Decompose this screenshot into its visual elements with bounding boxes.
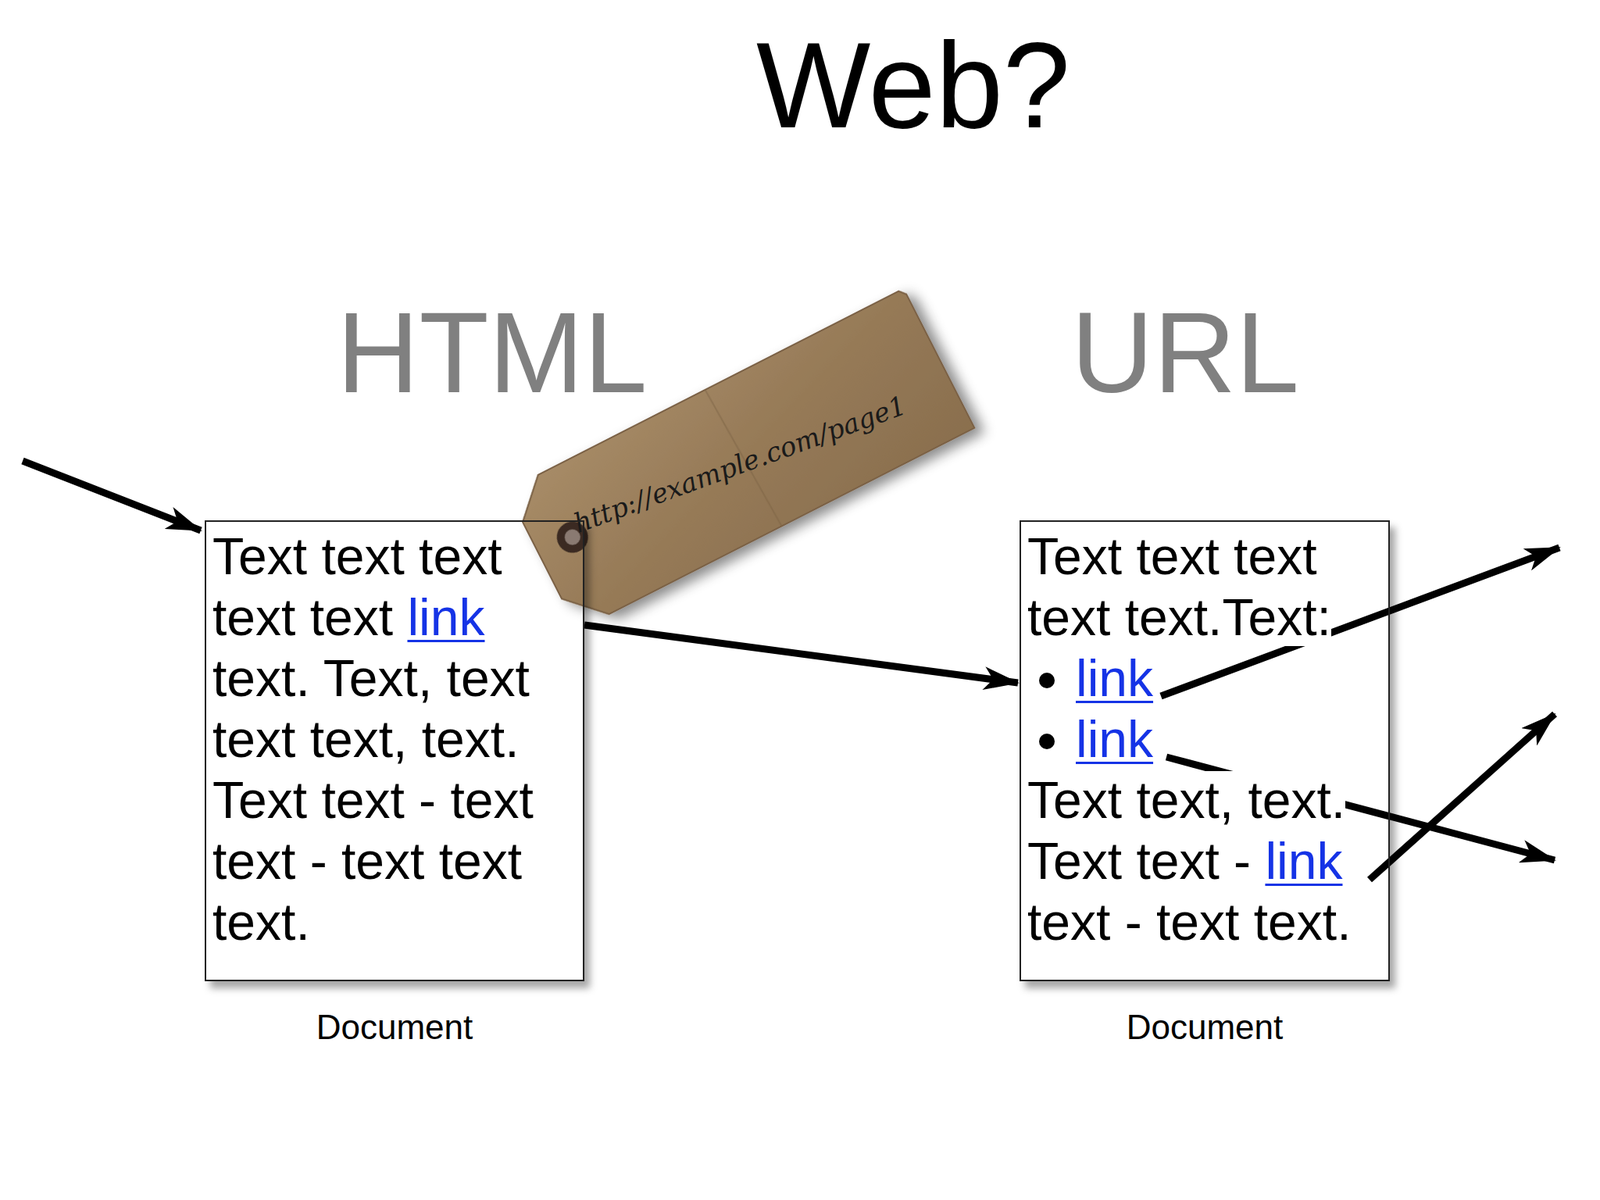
link-item: link (1075, 647, 1383, 709)
body-text: Text text text text text.Text: (1027, 527, 1332, 647)
document-content: Text text text text text link text. Text… (212, 525, 577, 953)
hyperlink: link (1075, 710, 1154, 768)
paragraph: Text text, text. Text text - link text -… (1027, 769, 1383, 953)
paragraph: Text text text text text.Text: (1027, 525, 1383, 648)
layer-label: URL (1071, 296, 1300, 411)
layer-label: HTML (336, 296, 647, 411)
body-text: text - text text. (1027, 892, 1351, 951)
incoming-arrow (22, 460, 201, 531)
document-box: Text text text text text link text. Text… (204, 520, 585, 982)
hyperlink: link (407, 588, 485, 647)
document-caption: Document (1021, 1007, 1389, 1047)
link-arrow (584, 625, 1018, 683)
hyperlink: link (1264, 832, 1343, 890)
outgoing-arrow (1369, 714, 1555, 880)
paragraph: Text text text text text link text. Text… (212, 525, 577, 953)
document-box: Text text text text text.Text:linklinkTe… (1019, 520, 1390, 982)
body-text: text. Text, text text text, text. Text t… (212, 649, 534, 951)
document-content: Text text text text text.Text:linklinkTe… (1027, 525, 1383, 953)
link-list: linklink (1027, 647, 1383, 770)
hyperlink: link (1075, 649, 1154, 708)
link-item: link (1075, 708, 1383, 770)
document-caption: Document (206, 1007, 583, 1047)
diagram-title: Web? (756, 25, 1071, 147)
